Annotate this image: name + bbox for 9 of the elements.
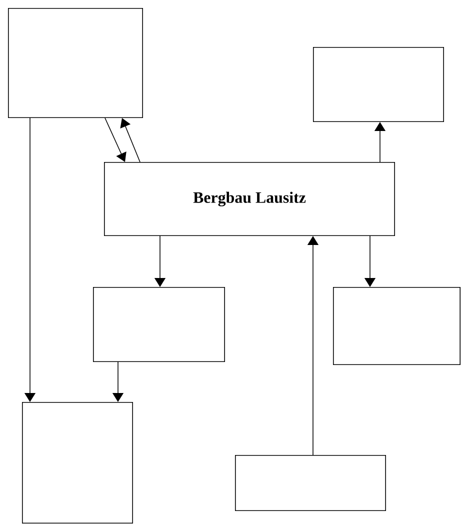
empty-box — [333, 287, 460, 365]
arrow — [104, 118, 126, 162]
empty-box — [8, 8, 143, 118]
empty-box — [313, 47, 444, 122]
empty-box — [22, 402, 133, 524]
process-box: Bergbau Lausitz — [104, 162, 395, 236]
arrow — [120, 118, 140, 162]
empty-box — [235, 455, 386, 511]
empty-box — [93, 287, 225, 362]
